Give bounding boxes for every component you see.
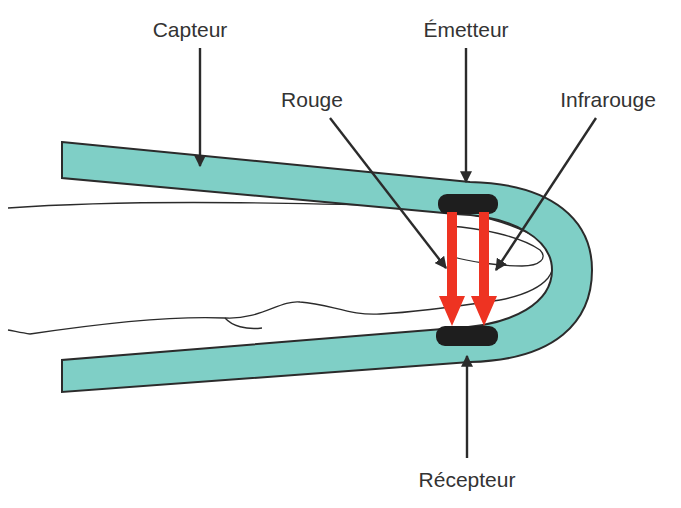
emitter-label: Émetteur [423,18,508,41]
sensor-clip [62,142,592,392]
finger [8,203,554,335]
red-label: Rouge [281,88,343,111]
emitter [438,194,498,214]
light-beams [439,212,497,326]
leader-arrows [200,48,596,458]
receiver-label: Récepteur [419,468,516,491]
sensor-label: Capteur [153,18,228,41]
receiver [436,326,498,346]
infrared-label: Infrarouge [560,88,656,111]
